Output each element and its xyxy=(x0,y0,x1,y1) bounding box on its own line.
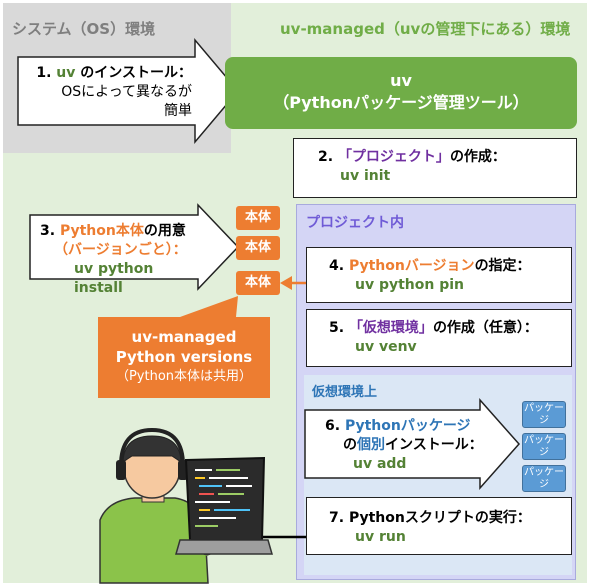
step4-box: 4. Pythonバージョンの指定： uv python pin xyxy=(306,247,572,303)
step5-cmd: uv venv xyxy=(355,339,417,355)
python-body-tag-1: 本体 xyxy=(236,206,280,230)
package-tag-1: パッケージ xyxy=(522,401,566,428)
step7-box: 7. Pythonスクリプトの実行： uv run xyxy=(306,497,572,555)
project-zone-title: プロジェクト内 xyxy=(306,215,404,231)
uv-tool-desc: （Pythonパッケージ管理ツール） xyxy=(273,93,529,112)
step4-cmd: uv python pin xyxy=(355,277,465,293)
step6-arrow xyxy=(304,398,521,490)
step1-arrow xyxy=(17,37,239,145)
managed-versions-label: uv-managed Python versions （Python本体は共用） xyxy=(115,328,253,384)
step5-box: 5. 「仮想環境」の作成（任意）： uv venv xyxy=(306,309,572,367)
step6-cmd: uv add xyxy=(353,456,407,472)
system-zone-title: システム（OS）環境 xyxy=(12,20,156,38)
uv-zone-title: uv-managed（uvの管理下にある）環境 xyxy=(280,20,571,38)
python-body-tag-3: 本体 xyxy=(236,271,280,295)
step1-text: 1. uv のインストール： OSによって異なるが 簡単 xyxy=(36,65,192,119)
package-tag-2: パッケージ xyxy=(522,433,566,460)
step7-cmd: uv run xyxy=(355,529,406,545)
package-tag-3: パッケージ xyxy=(522,465,566,492)
step2-box: 2. 「プロジェクト」の作成： uv init xyxy=(293,138,577,198)
step6-text: 6. Pythonパッケージ の個別インストール： uv add xyxy=(325,417,485,474)
uv-tool-name: uv xyxy=(390,71,412,90)
step3-cmd: uv python install xyxy=(74,261,154,296)
managed-callout xyxy=(98,296,270,398)
step1-cmd: uv xyxy=(56,65,76,81)
step3-text: 3. Python本体の用意 （バージョンごと）： uv python inst… xyxy=(40,222,200,298)
step2-cmd: uv init xyxy=(340,168,391,184)
step3-arrow xyxy=(29,203,240,291)
venv-zone-title: 仮想環境上 xyxy=(312,385,378,400)
uv-tool-box: uv （Pythonパッケージ管理ツール） xyxy=(225,57,577,129)
python-body-tag-2: 本体 xyxy=(236,236,280,260)
